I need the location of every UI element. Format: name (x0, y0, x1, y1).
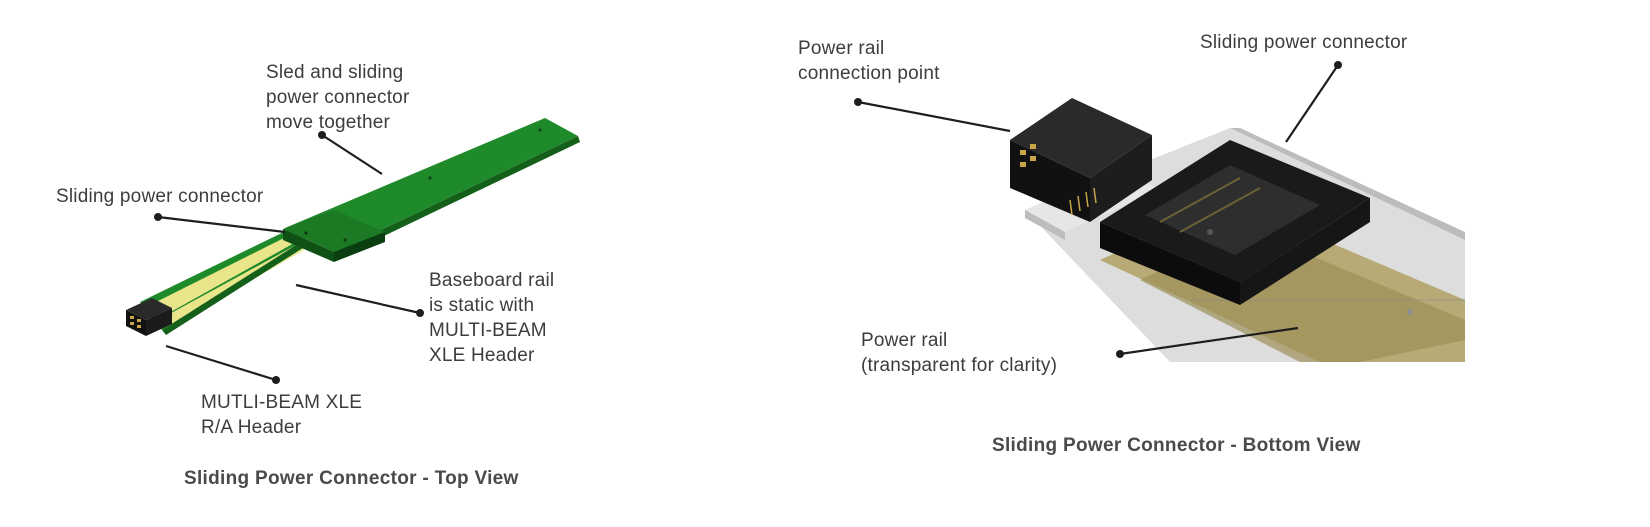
leader-sled (318, 131, 383, 175)
power-rail-connection-point (1010, 98, 1152, 222)
bottom-view-panel: Power rail connection point Sliding powe… (798, 0, 1650, 527)
label-line: connection point (798, 63, 940, 84)
caption-bottom-view: Sliding Power Connector - Bottom View (992, 435, 1361, 456)
label-sliding-power-connector: Sliding power connector (56, 186, 264, 207)
label-line: (transparent for clarity) (861, 355, 1058, 376)
top-view-panel: Sled and sliding power connector move to… (0, 0, 800, 527)
leader-sliding-connector-bottom (1285, 61, 1342, 143)
label-line: Power rail (798, 38, 885, 59)
label-power-rail: Power rail (transparent for clarity) (861, 328, 1057, 378)
top-view-illustration (126, 118, 580, 384)
label-line: MULTI-BEAM (429, 320, 547, 341)
label-sled-and-connector: Sled and sliding power connector move to… (266, 60, 409, 135)
label-baseboard-rail: Baseboard rail is static with MULTI-BEAM… (429, 268, 554, 368)
label-sliding-power-connector-bottom: Sliding power connector (1200, 32, 1408, 53)
leader-header (165, 344, 280, 384)
leader-baseboard-rail (295, 283, 424, 317)
label-line: Power rail (861, 330, 948, 351)
leader-sliding-connector (154, 213, 286, 234)
label-line: MUTLI-BEAM XLE (201, 392, 363, 413)
sliding-power-connector-bottom (1100, 140, 1370, 305)
caption-top-view: Sliding Power Connector - Top View (184, 468, 519, 489)
baseboard-rail (140, 228, 306, 335)
label-multi-beam-header: MUTLI-BEAM XLE R/A Header (201, 390, 362, 440)
label-line: Baseboard rail (429, 270, 555, 291)
bottom-view-illustration (854, 61, 1465, 362)
label-line: move together (266, 112, 391, 133)
leader-connection-point (854, 98, 1011, 133)
label-line: Sled and sliding (266, 62, 404, 83)
label-connection-point: Power rail connection point (798, 36, 940, 86)
label-line: XLE Header (429, 345, 535, 366)
sliding-power-connector (283, 210, 385, 262)
label-line: is static with (429, 295, 535, 316)
multi-beam-header (126, 298, 172, 336)
label-line: R/A Header (201, 417, 302, 438)
leader-power-rail (1116, 326, 1299, 358)
label-line: power connector (266, 87, 410, 108)
